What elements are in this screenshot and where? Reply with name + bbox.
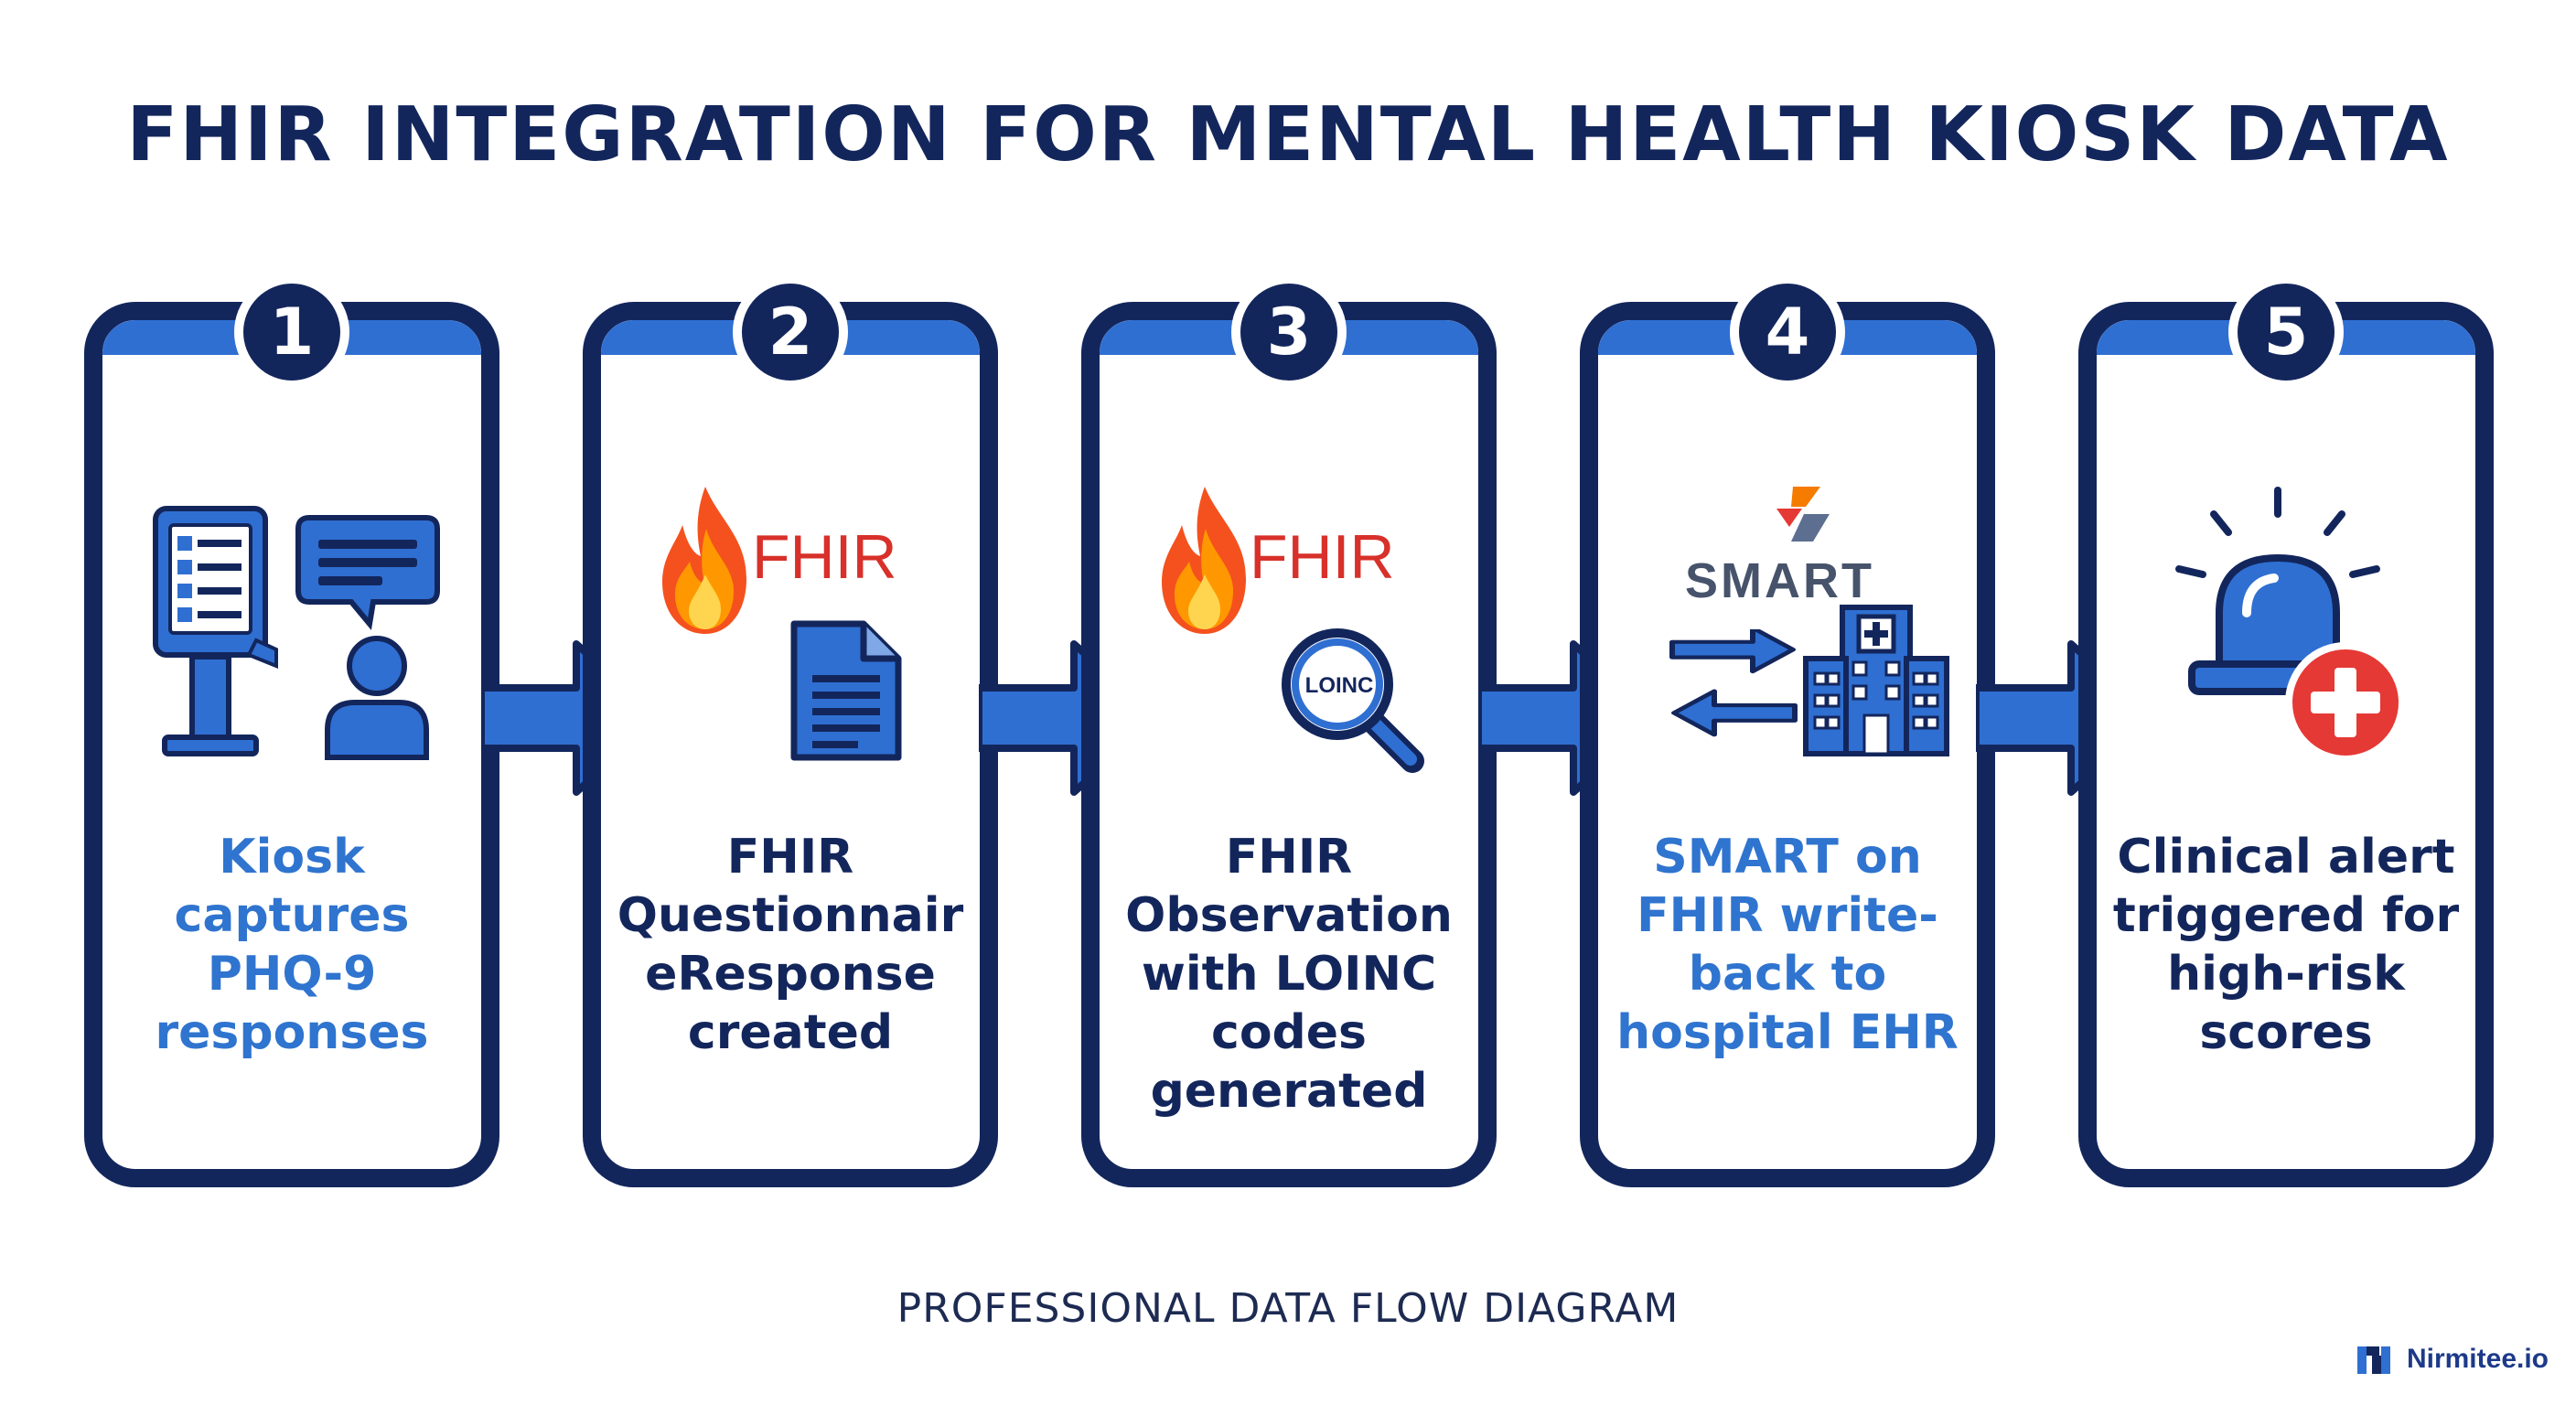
medical-cross-icon — [2285, 642, 2406, 763]
fhir-logo-text: FHIR — [752, 522, 897, 592]
hospital-icon — [1803, 605, 1949, 756]
sync-arrows-icon — [1669, 629, 1798, 737]
brand-name: Nirmitee.io — [2406, 1344, 2549, 1374]
step-5-description: Clinical alert triggered for high-risk s… — [2112, 830, 2460, 1060]
step-5-illustration — [2159, 476, 2433, 768]
step-4-description: SMART on FHIR write- back to hospital EH… — [1616, 830, 1959, 1060]
step-number-badge: 2 — [733, 274, 848, 390]
chat-bubble-icon — [295, 515, 440, 630]
step-2-illustration: FHIR — [649, 483, 942, 776]
step-card-4 — [1580, 302, 1995, 1187]
step-number-badge: 5 — [2228, 274, 2344, 390]
step-3-description: FHIR Observation with LOINC codes genera… — [1125, 830, 1453, 1119]
brand-logo: Nirmitee.io — [2356, 1343, 2549, 1376]
smart-logo-icon — [1776, 487, 1830, 542]
diagram-title: FHIR INTEGRATION FOR MENTAL HEALTH KIOSK… — [126, 91, 2450, 178]
nirmitee-logo-icon — [2356, 1346, 2390, 1374]
document-icon — [790, 620, 902, 761]
step-number-badge: 1 — [234, 274, 349, 390]
step-card-2 — [583, 302, 998, 1187]
step-3-illustration: FHIR LOINC — [1151, 483, 1444, 776]
fhir-logo-text: FHIR — [1250, 522, 1395, 592]
diagram-subtitle: PROFESSIONAL DATA FLOW DIAGRAM — [896, 1285, 1680, 1332]
kiosk-icon — [153, 506, 278, 756]
step-1-description: Kiosk captures PHQ-9 responses — [155, 830, 429, 1060]
person-icon — [325, 636, 429, 760]
smart-logo-text: SMART — [1685, 553, 1874, 608]
loinc-badge-text: LOINC — [1304, 673, 1374, 698]
alarm-light-icon — [2175, 487, 2380, 695]
step-2-description: FHIR Questionnair eResponse created — [617, 830, 964, 1060]
fhir-flame-icon — [1162, 487, 1246, 634]
magnifier-icon — [1282, 628, 1424, 773]
step-1-illustration — [148, 503, 450, 768]
fhir-flame-icon — [662, 487, 746, 634]
step-number-badge: 3 — [1231, 274, 1347, 390]
step-number-badge: 4 — [1730, 274, 1845, 390]
step-4-illustration: SMART — [1647, 476, 1949, 768]
